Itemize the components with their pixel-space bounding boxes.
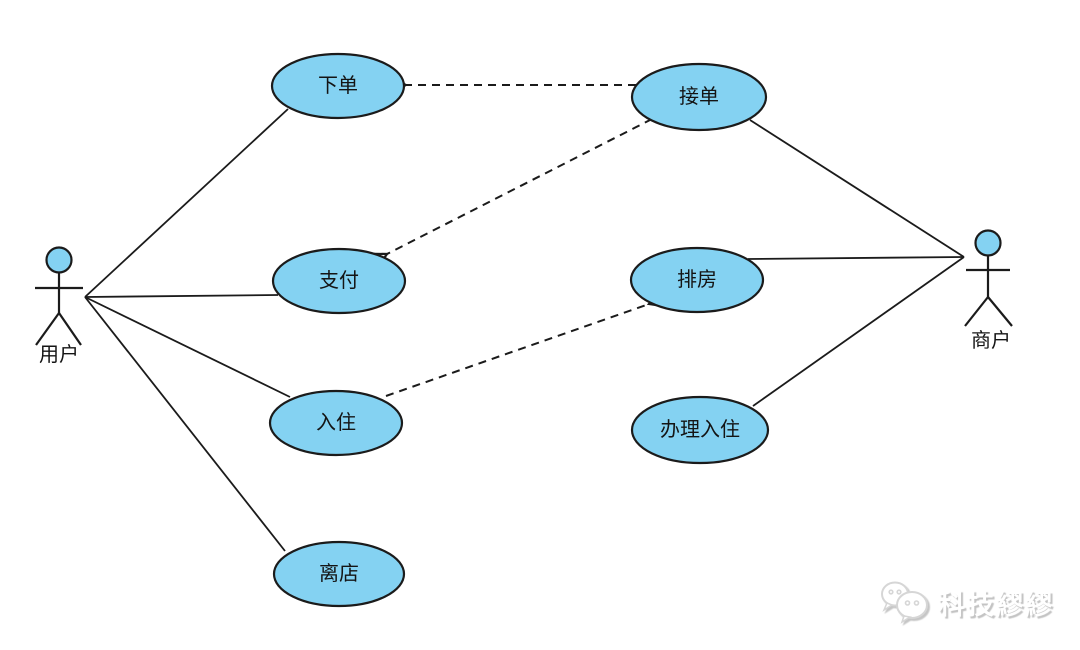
usecase-label: 支付 bbox=[319, 269, 359, 292]
chat-bubbles-icon bbox=[881, 581, 928, 624]
edge-user-place-order bbox=[84, 108, 289, 298]
actor-user-label: 用户 bbox=[39, 343, 79, 366]
usecase-ellipse bbox=[630, 62, 768, 132]
usecase-ellipse bbox=[270, 52, 406, 120]
dep-check-in-to-assign-room bbox=[385, 304, 649, 397]
actor-left-leg bbox=[35, 312, 60, 346]
usecase-label: 下单 bbox=[318, 74, 358, 97]
edge-merchant-accept-order bbox=[749, 119, 965, 258]
actor-head bbox=[974, 229, 1002, 257]
actor-merchant: 商户 bbox=[964, 229, 1013, 352]
usecase-label: 入住 bbox=[316, 411, 356, 434]
usecase-ellipse bbox=[268, 389, 404, 457]
usecase-assign-room: 排房 bbox=[629, 246, 765, 314]
usecase-pay: 支付 bbox=[271, 247, 407, 315]
watermark: 科技繆繆 bbox=[879, 580, 1054, 624]
usecase-label: 排房 bbox=[677, 268, 717, 291]
usecase-place-order: 下单 bbox=[270, 52, 406, 120]
usecase-check-out: 离店 bbox=[272, 540, 406, 608]
usecase-ellipse bbox=[272, 540, 406, 608]
actor-left-leg bbox=[964, 296, 989, 327]
actor-right-leg bbox=[987, 296, 1013, 327]
watermark-text: 科技繆繆 bbox=[938, 589, 1054, 620]
usecase-ellipse bbox=[630, 395, 770, 465]
dependency-edges bbox=[385, 85, 653, 397]
actor-right-leg bbox=[58, 312, 82, 346]
usecase-label: 办理入住 bbox=[660, 418, 740, 441]
association-edges bbox=[84, 108, 965, 552]
usecase-label: 接单 bbox=[679, 85, 719, 108]
usecase-check-in: 入住 bbox=[268, 389, 404, 457]
usecase-ellipse bbox=[629, 246, 765, 314]
dep-accept-order-to-pay bbox=[387, 118, 653, 254]
edge-merchant-assign-room bbox=[747, 256, 965, 260]
edge-user-check-in bbox=[84, 296, 291, 398]
actor-merchant-label: 商户 bbox=[971, 329, 1011, 352]
usecase-ellipse bbox=[271, 247, 407, 315]
edge-user-check-out bbox=[84, 296, 286, 552]
actor-user: 用户 bbox=[35, 246, 83, 366]
edge-user-pay bbox=[84, 294, 279, 298]
usecase-label: 离店 bbox=[319, 562, 359, 585]
actor-head bbox=[45, 246, 73, 274]
usecase-handle-check-in: 办理入住 bbox=[630, 395, 770, 465]
edge-merchant-handle-check-in bbox=[752, 256, 965, 407]
usecase-accept-order: 接单 bbox=[630, 62, 768, 132]
